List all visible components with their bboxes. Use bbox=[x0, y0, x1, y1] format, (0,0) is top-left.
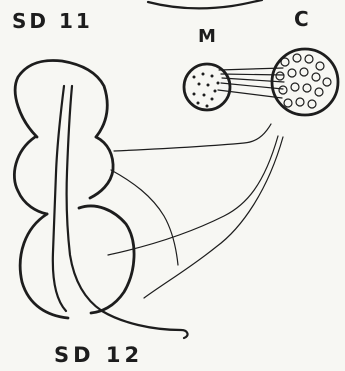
top-arc bbox=[148, 0, 262, 8]
lower-lobe bbox=[20, 206, 134, 318]
circle-m bbox=[184, 64, 230, 110]
outer-shaft bbox=[67, 86, 188, 338]
label-c: C bbox=[294, 7, 309, 31]
strand-2 bbox=[108, 136, 278, 255]
label-sd11: SD 11 bbox=[12, 9, 93, 33]
strand-1 bbox=[114, 124, 271, 151]
segmented-body bbox=[14, 60, 187, 338]
middle-lobe bbox=[14, 137, 113, 214]
label-m: M bbox=[198, 26, 216, 47]
upper-lobe bbox=[15, 60, 107, 137]
label-sd12: SD 12 bbox=[54, 343, 143, 367]
inner-shaft bbox=[53, 86, 66, 311]
